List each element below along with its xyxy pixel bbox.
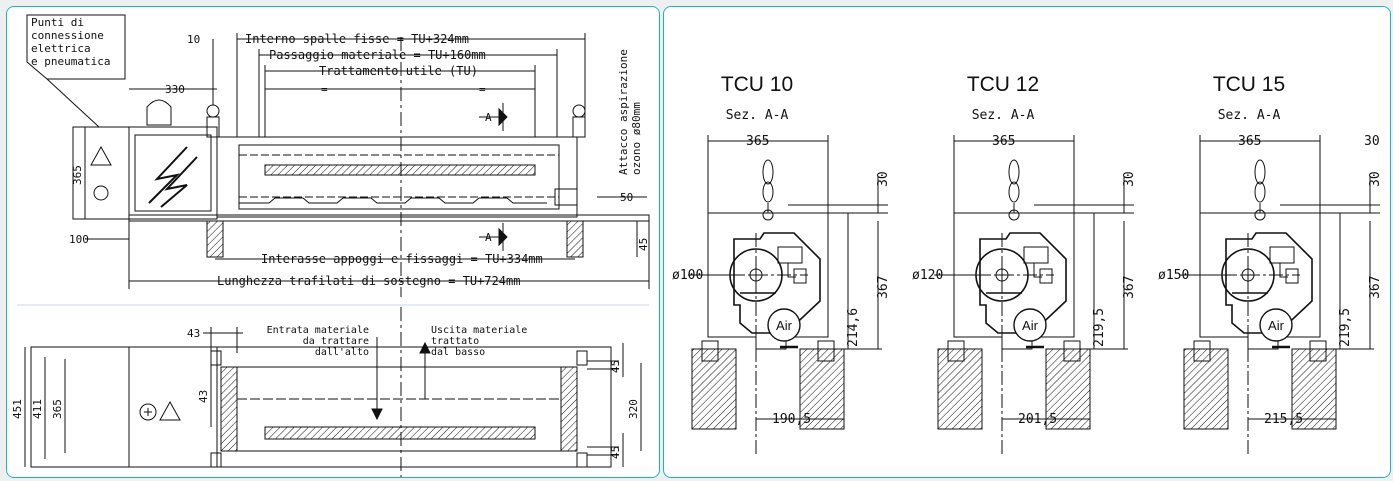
air-inlet-icon: [1013, 308, 1047, 342]
dim-50-label: 50: [620, 191, 633, 204]
dim-365-label: 365: [71, 165, 84, 185]
section-3-height: 367: [1368, 276, 1383, 299]
equal-mark-left: =: [321, 83, 328, 96]
section-3-offset: 215,5: [1264, 412, 1303, 427]
ground-terminal-icon: [93, 185, 109, 201]
section-1-air-label: Air: [776, 318, 793, 333]
section-mark-bottom: A: [485, 231, 492, 244]
left-support-foot: [206, 220, 224, 258]
entrata-line-2: da trattare: [303, 336, 369, 347]
equal-mark-right: =: [479, 83, 486, 96]
section-tcu15: [1178, 133, 1382, 459]
note-line-1: Punti di: [31, 16, 84, 29]
section-3-air-label: Air: [1268, 318, 1285, 333]
dim-411-label: 411: [31, 399, 44, 419]
ozone-suction-port: [554, 188, 578, 206]
interno-label: Interno spalle fisse = TU+324mm: [245, 32, 469, 46]
connection-note-box: [26, 14, 126, 80]
section-3-width: 365: [1238, 134, 1261, 149]
section-1-axis: 214,6: [846, 308, 861, 347]
section-2-height: 367: [1122, 276, 1137, 299]
sections-drawing: TCU 10 TCU 12 TCU 15 Sez. A-A Sez. A-A S…: [672, 73, 1383, 459]
trattamento-label: Trattamento utile (TU): [319, 64, 478, 78]
right-support-foot: [566, 220, 584, 258]
section-2-title: TCU 12: [967, 73, 1039, 96]
section-2-offset: 201,5: [1018, 412, 1057, 427]
dim-451-label: 451: [11, 399, 24, 419]
section-3-axis: 219,5: [1338, 308, 1353, 347]
uscita-line-1: Uscita materiale: [431, 325, 527, 336]
dim-43-top-label: 43: [187, 327, 200, 340]
electrical-cabinet: [128, 126, 218, 220]
beacon-lamp-icon: [146, 99, 172, 126]
sections-panel: TCU 10 TCU 12 TCU 15 Sez. A-A Sez. A-A S…: [663, 6, 1391, 478]
section-2-subtitle: Sez. A-A: [972, 108, 1035, 123]
section-tcu10: [686, 133, 890, 459]
section-2-width: 365: [992, 134, 1015, 149]
dim-45-top-label: 45: [637, 238, 650, 251]
air-inlet-icon: [1259, 308, 1293, 342]
section-tcu12: [932, 133, 1136, 459]
plug-socket-icon: [139, 403, 157, 421]
uscita-line-2: trattato: [431, 336, 479, 347]
section-3-top: 30: [1368, 171, 1383, 187]
note-line-4: e pneumatica: [31, 55, 110, 68]
section-mark-top: A: [485, 111, 492, 124]
dim-10-label: 10: [187, 33, 200, 46]
section-2-axis: 219,5: [1092, 308, 1107, 347]
dim-365-bottom-label: 365: [51, 399, 64, 419]
lunghezza-label: Lunghezza trafilati di sostegno = TU+724…: [217, 274, 520, 288]
top-front-view-drawing: Punti di connessione elettrica e pneumat…: [11, 14, 650, 477]
dim-43-side-label: 43: [197, 390, 210, 403]
dim-330-label: 330: [165, 83, 185, 96]
warning-triangle-icon-bottom: [159, 400, 181, 421]
section-1-top: 30: [876, 171, 891, 187]
warning-triangle-icon: [90, 145, 112, 166]
attacco-line-1: Attacco aspirazione: [617, 49, 630, 175]
uscita-line-3: dal basso: [431, 347, 485, 358]
section-1-subtitle: Sez. A-A: [726, 108, 789, 123]
note-line-3: elettrica: [31, 42, 91, 55]
interasse-label: Interasse appoggi e fissaggi = TU+334mm: [261, 252, 543, 266]
top-front-view-panel: Punti di connessione elettrica e pneumat…: [6, 6, 660, 478]
dim-45-bottom-2-label: 45: [609, 446, 622, 459]
section-1-offset: 190,5: [772, 412, 811, 427]
section-3-subtitle: Sez. A-A: [1218, 108, 1281, 123]
section-3-diameter: ø150: [1158, 268, 1189, 283]
section-1-diameter: ø100: [672, 268, 703, 283]
section-3-title: TCU 15: [1213, 73, 1285, 96]
section-3-top-inline: 30: [1364, 134, 1380, 149]
air-inlet-icon: [767, 308, 801, 342]
section-2-diameter: ø120: [912, 268, 943, 283]
dim-320-label: 320: [627, 399, 640, 419]
dim-100-label: 100: [69, 233, 89, 246]
section-2-top: 30: [1122, 171, 1137, 187]
section-1-width: 365: [746, 134, 769, 149]
entrata-line-1: Entrata materiale: [267, 325, 369, 336]
section-1-height: 367: [876, 276, 891, 299]
note-line-2: connessione: [31, 29, 104, 42]
section-2-air-label: Air: [1022, 318, 1039, 333]
treatment-body: [216, 136, 578, 218]
plan-view-outline: [30, 346, 612, 468]
dim-45-bottom-1-label: 45: [609, 360, 622, 373]
passaggio-label: Passaggio materiale = TU+160mm: [269, 48, 486, 62]
entrata-line-3: dall'alto: [315, 347, 369, 358]
section-1-title: TCU 10: [721, 73, 793, 96]
attacco-line-2: ozono ø80mm: [630, 102, 643, 175]
